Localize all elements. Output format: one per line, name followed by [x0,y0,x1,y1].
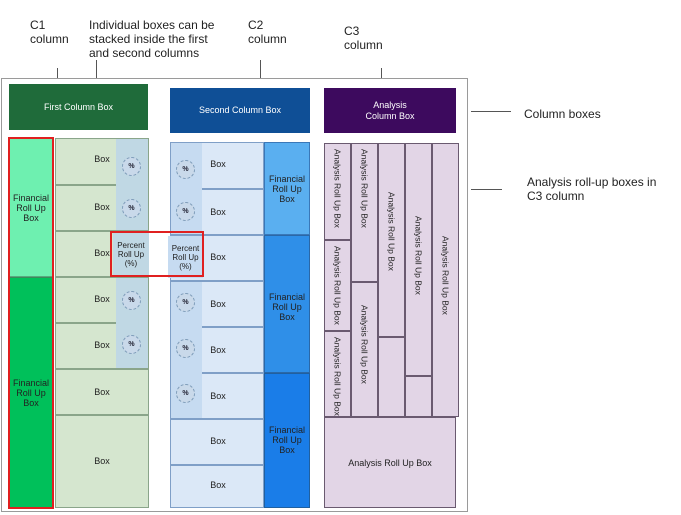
analysis-rollup-note: Analysis roll-up boxes in C3 column [527,175,657,203]
c2-box-row [170,465,264,508]
c3-analysis-rollup-bottom-box: Analysis Roll Up Box [324,417,456,508]
c1-column-note: C1 column [30,18,69,46]
c2-column-note: C2 column [248,18,287,46]
second-column-box-header: Second Column Box [170,88,310,133]
c3-analysis-rollup-box: Analysis Roll Up Box [378,143,405,337]
c2-box-label: Box [210,480,226,490]
c2-box-label: Box [210,159,226,169]
c3-column-note: C3 column [344,24,383,52]
c2-box-label: Box [210,299,226,309]
c1-box-label: Box [94,456,110,466]
c3-analysis-rollup-label: Analysis Roll Up Box [332,149,343,228]
percent-icon: % [122,335,141,354]
c2-box-label: Box [210,345,226,355]
c3-analysis-rollup-box: Analysis Roll Up Box [432,143,459,417]
column-boxes-note: Column boxes [524,107,601,121]
c1-box-row [55,415,149,508]
c3-analysis-rollup-box: Analysis Roll Up Box [324,143,351,240]
percent-icon: % [176,339,195,358]
c3-analysis-rollup-box [405,376,432,417]
c3-analysis-rollup-label: Analysis Roll Up Box [386,192,397,271]
analysis-column-box-header: Analysis Column Box [324,88,456,133]
c1-box-label: Box [94,387,110,397]
c3-analysis-rollup-box: Analysis Roll Up Box [324,331,351,417]
c1-box-row [55,369,149,415]
c3-analysis-rollup-box: Analysis Roll Up Box [351,282,378,417]
percent-icon: % [122,199,141,218]
first-column-box-header: First Column Box [9,84,148,130]
percent-icon: % [176,384,195,403]
c3-analysis-rollup-label: Analysis Roll Up Box [359,305,370,384]
c2-box-label: Box [210,436,226,446]
c3-leader-line [381,68,382,86]
c2-financial-rollup-box: Financial Roll Up Box [264,235,310,373]
c3-analysis-rollup-label: Analysis Roll Up Box [359,149,370,228]
c2-box-label: Box [210,252,226,262]
percent-icon: % [176,293,195,312]
c3-analysis-rollup-label: Analysis Roll Up Box [332,337,343,416]
c3-analysis-rollup-box: Analysis Roll Up Box [324,240,351,331]
c2-leader-line [260,60,261,83]
c2-financial-rollup-box: Financial Roll Up Box [264,373,310,508]
c1-box-label: Box [94,154,110,164]
column-boxes-leader-line [471,111,511,112]
c1-leader-line [57,68,58,86]
c1-box-label: Box [94,294,110,304]
c1-box-label: Box [94,340,110,350]
c3-analysis-rollup-label: Analysis Roll Up Box [332,246,343,325]
c3-analysis-rollup-box: Analysis Roll Up Box [405,143,432,376]
c3-analysis-rollup-label: Analysis Roll Up Box [440,236,451,315]
percent-icon: % [122,291,141,310]
c1-box-label: Box [94,202,110,212]
analysis-rollup-leader-line [471,189,502,190]
c2-box-label: Box [210,207,226,217]
c1-financial-rollup-box: Financial Roll Up Box [9,277,53,508]
c2-financial-rollup-box: Financial Roll Up Box [264,142,310,235]
c1-box-label: Box [94,248,110,258]
percent-icon: % [176,160,195,179]
c3-analysis-rollup-box [378,337,405,417]
c2-box-label: Box [210,391,226,401]
c2-percent-rollup-box: Percent Roll Up (%) [168,236,203,278]
stack-boxes-note: Individual boxes can be stacked inside t… [89,18,215,60]
percent-icon: % [176,202,195,221]
c3-analysis-rollup-box: Analysis Roll Up Box [351,143,378,282]
percent-rollup-highlight [110,231,204,277]
c3-analysis-rollup-label: Analysis Roll Up Box [413,216,424,295]
c1-percent-rollup-box: Percent Roll Up (%) [113,233,149,276]
percent-icon: % [122,157,141,176]
financial-rollup-highlight [8,137,54,509]
c2-box-row [170,419,264,465]
